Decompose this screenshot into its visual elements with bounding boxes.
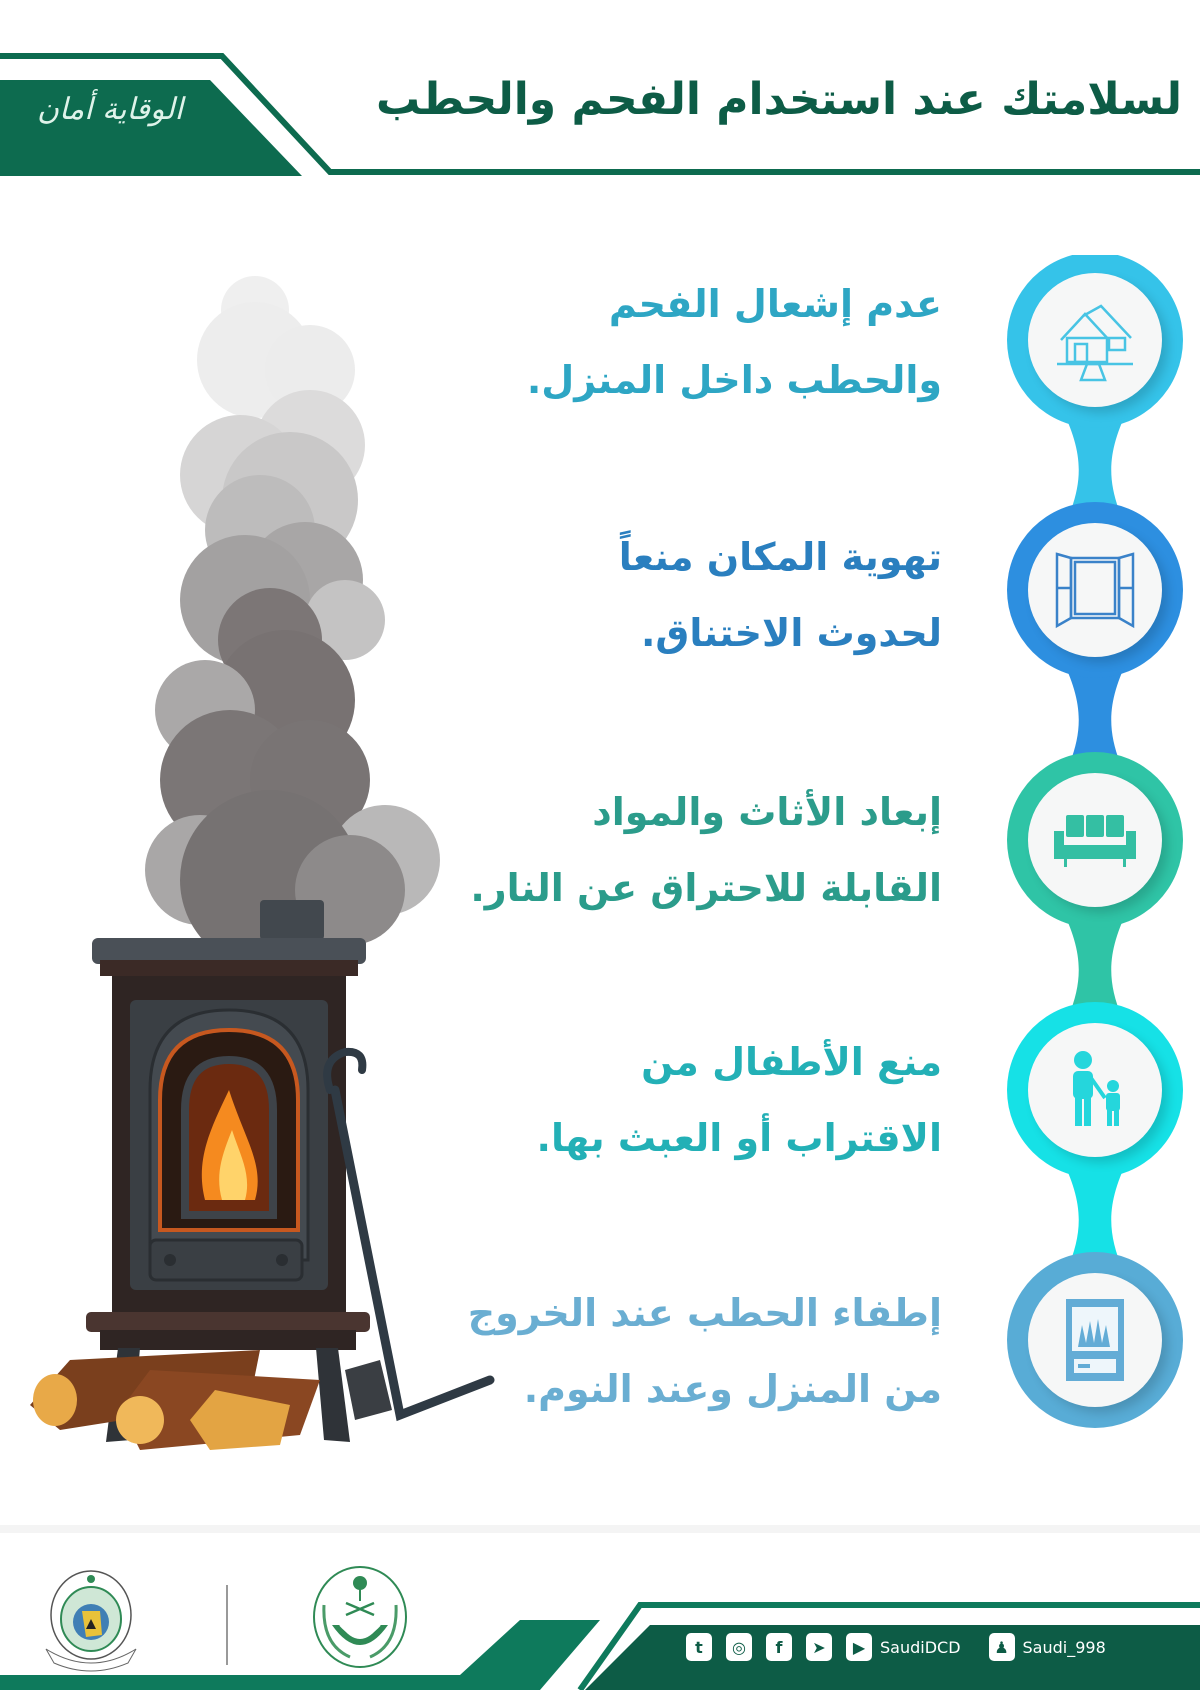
ministry-of-interior-emblem-icon	[313, 1566, 407, 1668]
tip-3-line-1: إبعاد الأثاث والمواد	[592, 790, 942, 834]
safety-tips-list: عدم إشعال الفحم والحطب داخل المنزل. تهوي…	[382, 255, 1183, 1428]
tip-2: تهوية المكان منعاً لحدوث الاختناق.	[382, 519, 942, 671]
tip-5-line-2: من المنزل وعند النوم.	[523, 1367, 942, 1411]
footer-divider	[226, 1585, 228, 1665]
tip-3-icon-disc	[1028, 773, 1162, 907]
fireplace-icon	[1066, 1299, 1124, 1381]
social-links: t ◎ f ➤ ▶ SaudiDCD ♟ Saudi_998	[686, 1632, 1134, 1662]
tip-1-icon-disc	[1028, 273, 1162, 407]
parent-child-icon	[1073, 1051, 1120, 1126]
footer-frame	[0, 1525, 1200, 1690]
snapchat-icon[interactable]: ♟	[988, 1633, 1015, 1661]
tip-5-line-1: إطفاء الحطب عند الخروج	[467, 1291, 942, 1335]
smoke-icon	[145, 276, 440, 970]
tip-2-line-1: تهوية المكان منعاً	[618, 535, 942, 579]
tip-2-icon-disc	[1028, 523, 1162, 657]
flame-icon	[201, 1090, 258, 1200]
tip-4-line-1: منع الأطفال من	[641, 1040, 942, 1084]
tip-5-icon-disc	[1028, 1273, 1162, 1407]
poker-icon	[323, 1047, 495, 1422]
tip-1: عدم إشعال الفحم والحطب داخل المنزل.	[382, 266, 942, 418]
tip-3-line-2: القابلة للاحتراق عن النار.	[470, 866, 942, 910]
slogan-calligraphy: الوقاية أمان	[36, 92, 183, 127]
stove-illustration	[0, 260, 500, 1460]
telegram-icon[interactable]: ➤	[806, 1633, 832, 1661]
facebook-icon[interactable]: f	[766, 1633, 792, 1661]
tip-2-line-2: لحدوث الاختناق.	[640, 611, 942, 655]
tip-4: منع الأطفال من الاقتراب أو العبث بها.	[382, 1024, 942, 1176]
header-frame	[0, 53, 1200, 176]
window-icon	[1055, 552, 1135, 629]
handle-snapchat[interactable]: Saudi_998	[1022, 1637, 1106, 1657]
page-title: لسلامتك عند استخدام الفحم والحطب	[376, 74, 1182, 125]
sofa-icon	[1054, 815, 1136, 867]
tip-3: إبعاد الأثاث والمواد القابلة للاحتراق عن…	[382, 774, 942, 926]
civil-defense-emblem-icon	[45, 1570, 137, 1672]
handle-saudidcd[interactable]: SaudiDCD	[880, 1637, 961, 1657]
instagram-icon[interactable]: ◎	[726, 1633, 752, 1661]
twitter-icon[interactable]: t	[686, 1633, 712, 1661]
tip-1-line-2: والحطب داخل المنزل.	[526, 358, 942, 402]
tip-4-line-2: الاقتراب أو العبث بها.	[536, 1116, 942, 1160]
coal-icon	[345, 1360, 392, 1420]
youtube-icon[interactable]: ▶	[846, 1633, 872, 1661]
header-slogan-block	[0, 80, 302, 176]
tip-4-icon-disc	[1028, 1023, 1162, 1157]
stove-with-smoke-icon	[30, 276, 495, 1450]
tip-5: إطفاء الحطب عند الخروج من المنزل وعند ال…	[382, 1275, 942, 1427]
header-outline	[0, 53, 1200, 175]
chimney-icon	[260, 900, 324, 940]
firewood-icon	[30, 1350, 320, 1450]
house-icon	[1057, 304, 1133, 382]
header: الوقاية أمان لسلامتك عند استخدام الفحم و…	[0, 0, 1200, 200]
tip-1-line-1: عدم إشعال الفحم	[608, 282, 942, 326]
footer: t ◎ f ➤ ▶ SaudiDCD ♟ Saudi_998	[0, 1525, 1200, 1690]
